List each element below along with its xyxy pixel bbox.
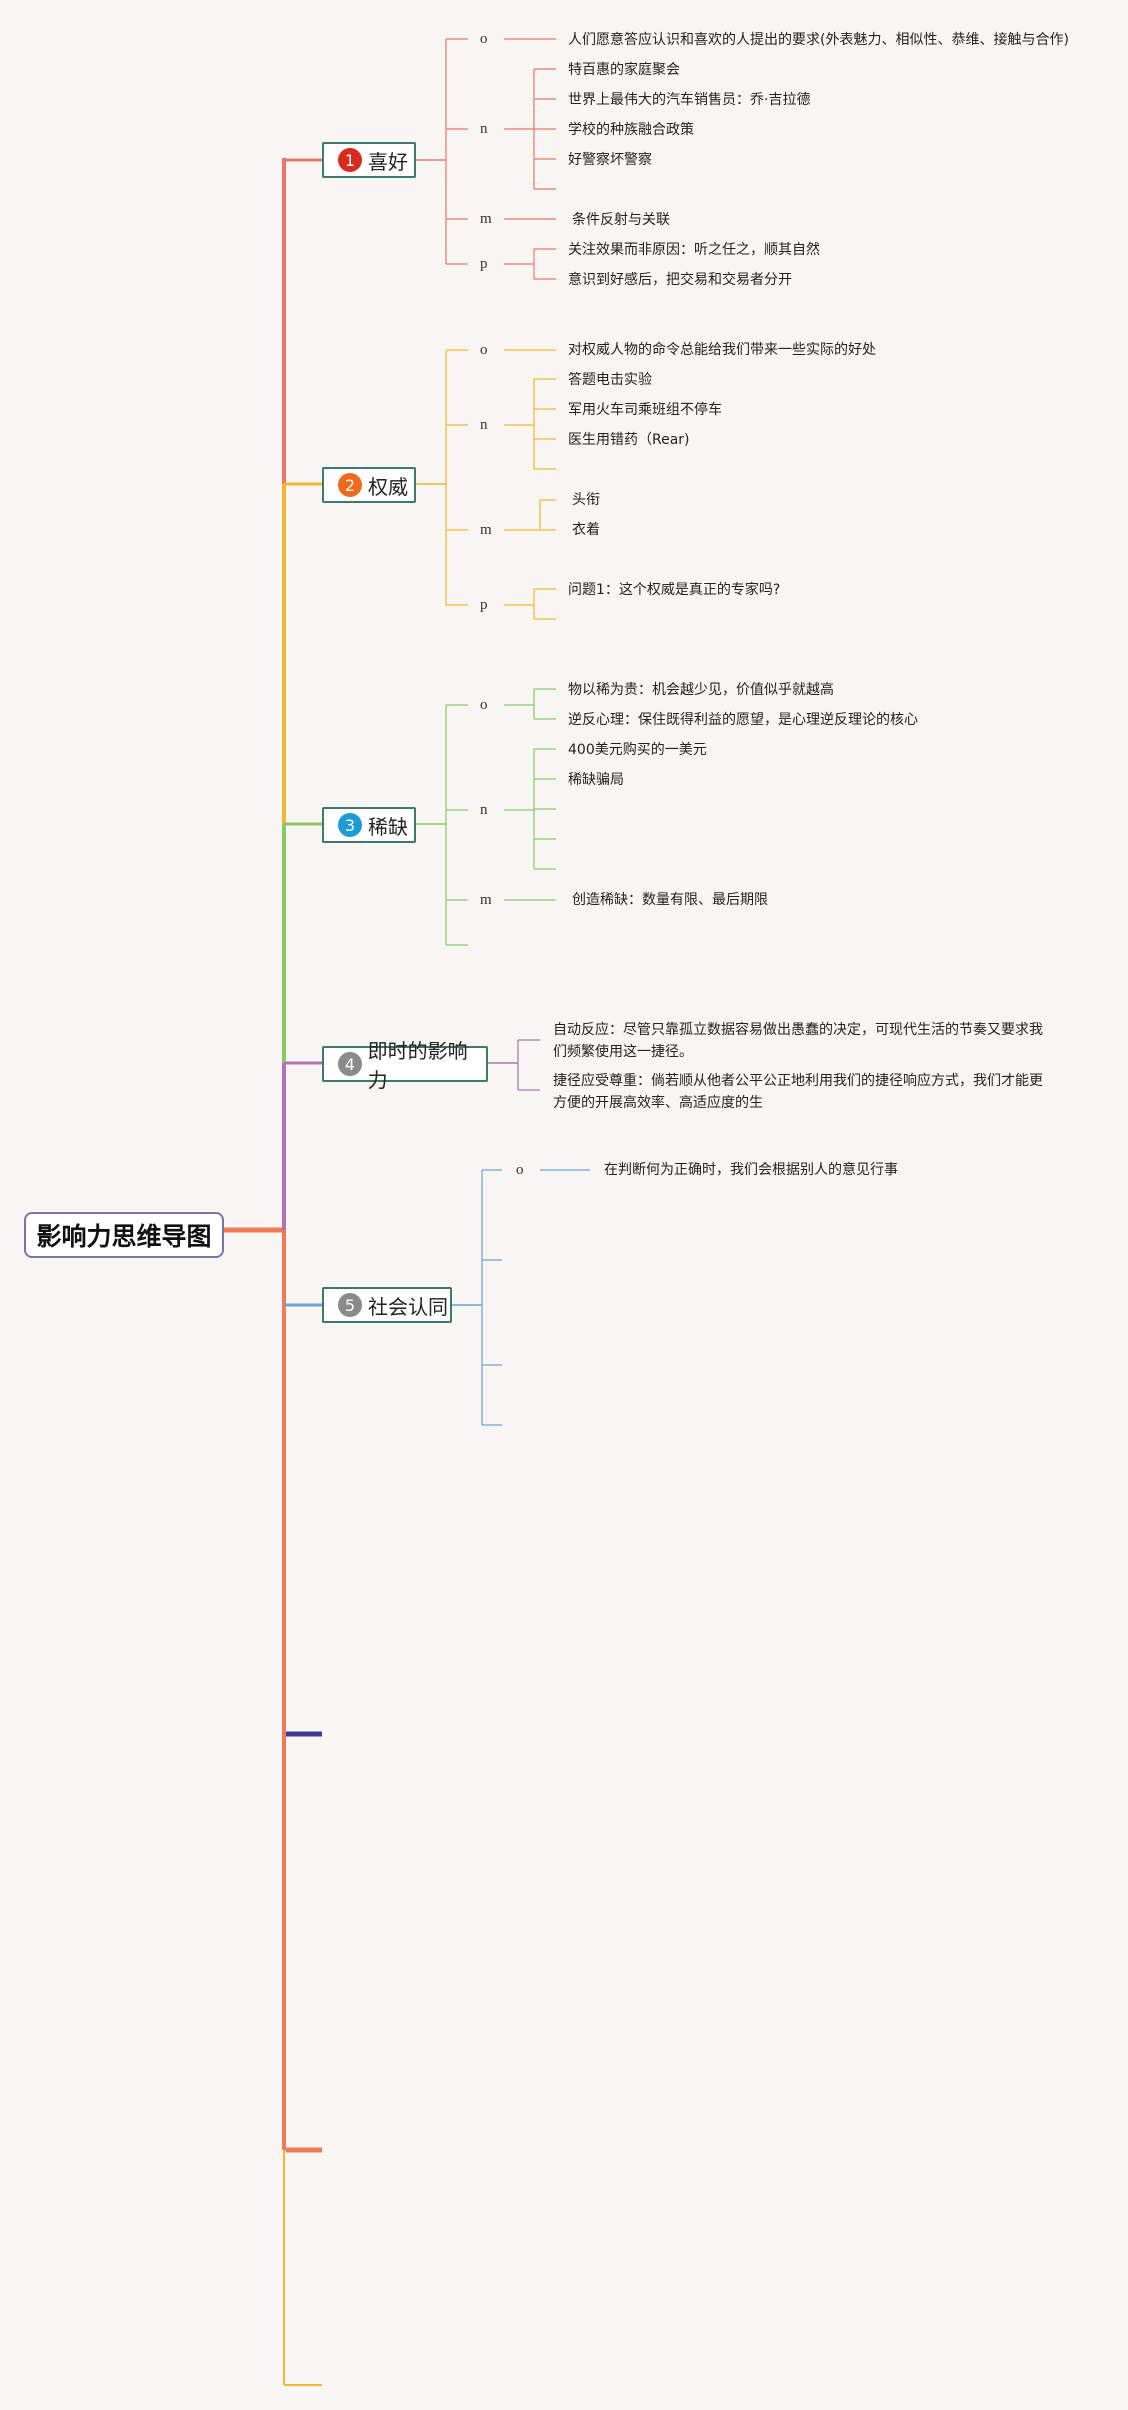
- group-letter: o: [480, 31, 488, 47]
- group-letter: m: [480, 522, 492, 538]
- branch-authority[interactable]: 2 权威: [322, 467, 416, 503]
- leaf-text[interactable]: 衣着: [572, 522, 600, 538]
- group-letter: n: [480, 802, 488, 818]
- leaf-text[interactable]: 关注效果而非原因：听之任之，顺其自然: [568, 242, 820, 258]
- group-letter: m: [480, 211, 492, 227]
- root-title: 影响力思维导图: [36, 1222, 212, 1251]
- leaf-text[interactable]: 物以稀为贵：机会越少见，价值似乎就越高: [568, 682, 834, 698]
- group-letter: o: [480, 342, 488, 358]
- branch-label: 权威: [368, 474, 408, 499]
- leaf-text[interactable]: 人们愿意答应认识和喜欢的人提出的要求(外表魅力、相似性、恭维、接触与合作): [568, 32, 1069, 48]
- leaf-text[interactable]: 在判断何为正确时，我们会根据别人的意见行事: [604, 1162, 898, 1178]
- leaf-text[interactable]: 意识到好感后，把交易和交易者分开: [568, 272, 792, 288]
- group-letter: p: [480, 597, 488, 613]
- number-badge-4: 4: [338, 1052, 362, 1076]
- group-letter: n: [480, 417, 488, 433]
- branch-social-proof[interactable]: 5 社会认同: [322, 1287, 452, 1323]
- leaf-text[interactable]: 创造稀缺：数量有限、最后期限: [572, 892, 768, 908]
- number-badge-5: 5: [338, 1293, 362, 1317]
- leaf-text[interactable]: 稀缺骗局: [568, 772, 624, 788]
- group-letter: o: [516, 1162, 524, 1178]
- leaf-text[interactable]: 条件反射与关联: [572, 212, 670, 228]
- branch-label: 稀缺: [368, 814, 408, 839]
- number-badge-3: 3: [338, 813, 362, 837]
- branch-scarcity[interactable]: 3 稀缺: [322, 807, 416, 843]
- branch-label: 喜好: [368, 149, 408, 174]
- leaf-text[interactable]: 问题1：这个权威是真正的专家吗?: [568, 582, 781, 598]
- leaf-text[interactable]: 军用火车司乘班组不停车: [568, 402, 722, 418]
- branch-instant-influence[interactable]: 4 即时的影响力: [322, 1039, 488, 1092]
- leaf-text[interactable]: 医生用错药（Rear): [568, 432, 690, 448]
- group-letter: p: [480, 256, 488, 272]
- group-letter: m: [480, 892, 492, 908]
- leaf-text[interactable]: 对权威人物的命令总能给我们带来一些实际的好处: [568, 342, 876, 358]
- paragraph-text[interactable]: 捷径应受尊重：倘若顺从他者公平公正地利用我们的捷径响应方式，我们才能更方便的开展…: [553, 1073, 1043, 1111]
- paragraph-text[interactable]: 自动反应：尽管只靠孤立数据容易做出愚蠢的决定，可现代生活的节奏又要求我们频繁使用…: [553, 1022, 1043, 1060]
- leaf-text[interactable]: 学校的种族融合政策: [568, 122, 694, 138]
- leaf-text[interactable]: 400美元购买的一美元: [568, 742, 707, 758]
- leaf-text[interactable]: 特百惠的家庭聚会: [568, 62, 680, 78]
- group-letter: o: [480, 697, 488, 713]
- root-topic[interactable]: 影响力思维导图: [24, 1212, 224, 1258]
- group-letter: n: [480, 121, 488, 137]
- branch-liking[interactable]: 1 喜好: [322, 142, 416, 178]
- leaf-text[interactable]: 好警察坏警察: [568, 152, 652, 168]
- number-badge-2: 2: [338, 473, 362, 497]
- leaf-text[interactable]: 头衔: [572, 492, 600, 508]
- number-badge-1: 1: [338, 148, 362, 172]
- branch-label: 社会认同: [368, 1294, 448, 1319]
- leaf-text[interactable]: 世界上最伟大的汽车销售员：乔·吉拉德: [568, 92, 811, 108]
- leaf-text[interactable]: 答题电击实验: [568, 372, 652, 388]
- leaf-text[interactable]: 逆反心理：保住既得利益的愿望，是心理逆反理论的核心: [568, 712, 918, 728]
- branch-label: 即时的影响力: [367, 1039, 468, 1092]
